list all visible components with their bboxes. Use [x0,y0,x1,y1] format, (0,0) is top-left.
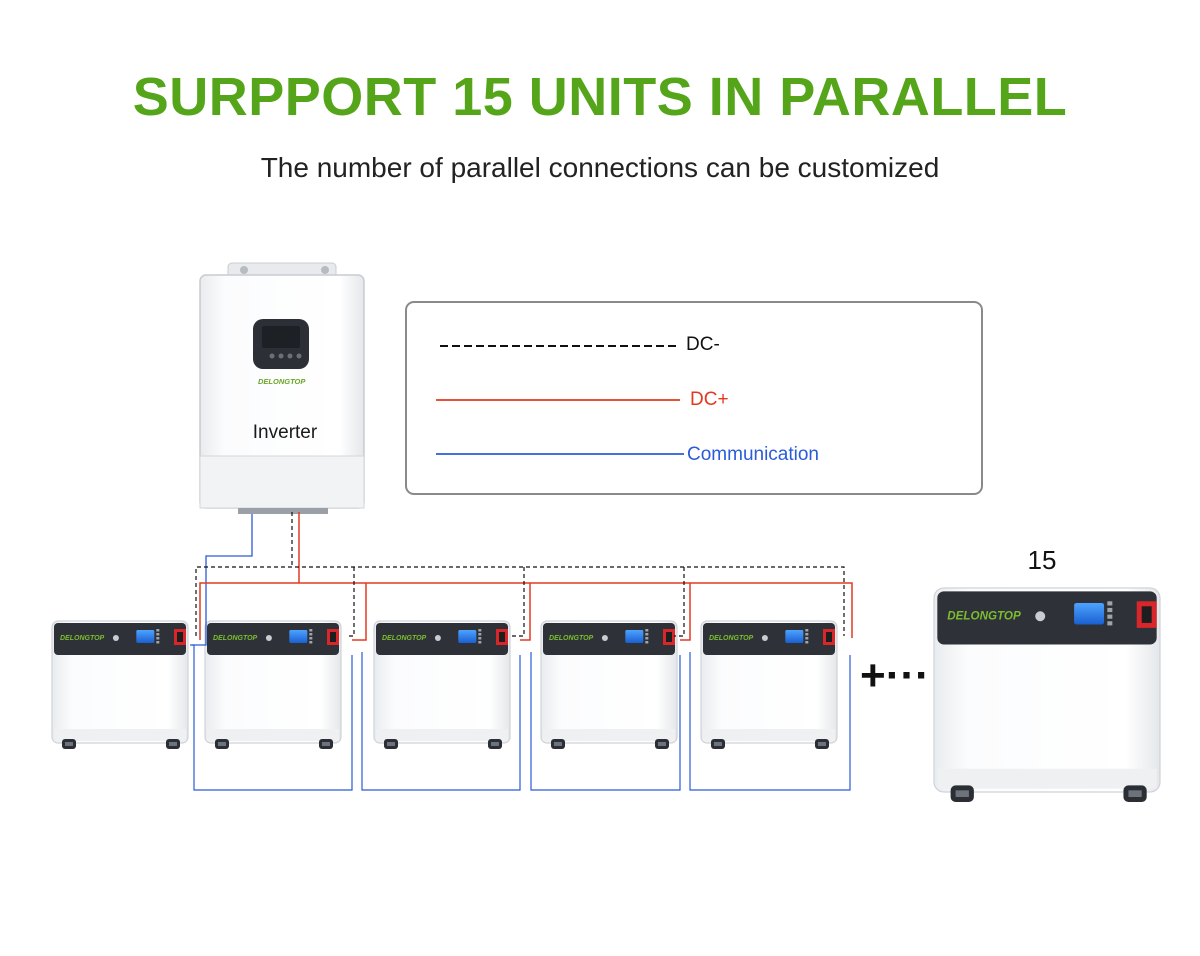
dc-negative-wire [346,567,354,636]
battery-row: DELONGTOP DELONGTOP DELONGTOP DELONGTOP DELO… [52,621,837,749]
battery-unit-15: DELONGTOP [934,588,1160,802]
battery-unit-5: DELONGTOP [701,621,837,749]
power-icon [113,635,119,641]
dc-negative-wire [512,567,524,636]
unit-number-label: 15 [1028,545,1057,575]
battery-screen [458,630,476,643]
battery-unit-3: DELONGTOP [374,621,510,749]
battery-brand-logo: DELONGTOP [549,635,594,642]
battery-screen [136,630,154,643]
inverter: DELONGTOP Inverter [200,263,364,514]
legend-box: DC- DC+ Communication [406,302,982,494]
battery-brand-logo: DELONGTOP [709,635,754,642]
inverter-label: Inverter [253,422,318,443]
battery-brand-logo: DELONGTOP [382,635,427,642]
battery-unit-1: DELONGTOP [52,621,188,749]
legend-dc-positive-label: DC+ [690,389,729,410]
battery-unit-2: DELONGTOP [205,621,341,749]
power-icon [266,635,272,641]
battery-screen [785,630,803,643]
battery-screen [625,630,643,643]
power-icon [1035,611,1045,621]
inverter-brand-logo: DELONGTOP [258,377,306,386]
battery-screen [289,630,307,643]
legend-communication-label: Communication [687,444,819,465]
dc-positive-wire [680,583,690,640]
battery-unit-large: DELONGTOP [934,588,1160,802]
expansion-plus-symbol: +··· [860,651,930,700]
battery-unit-4: DELONGTOP [541,621,677,749]
dc-positive-wire [520,583,530,640]
battery-brand-logo: DELONGTOP [213,635,258,642]
legend-dc-negative-label: DC- [686,334,720,355]
power-icon [435,635,441,641]
battery-screen [1074,603,1104,625]
power-icon [602,635,608,641]
battery-brand-logo: DELONGTOP [947,610,1021,623]
battery-brand-logo: DELONGTOP [60,635,105,642]
power-icon [762,635,768,641]
